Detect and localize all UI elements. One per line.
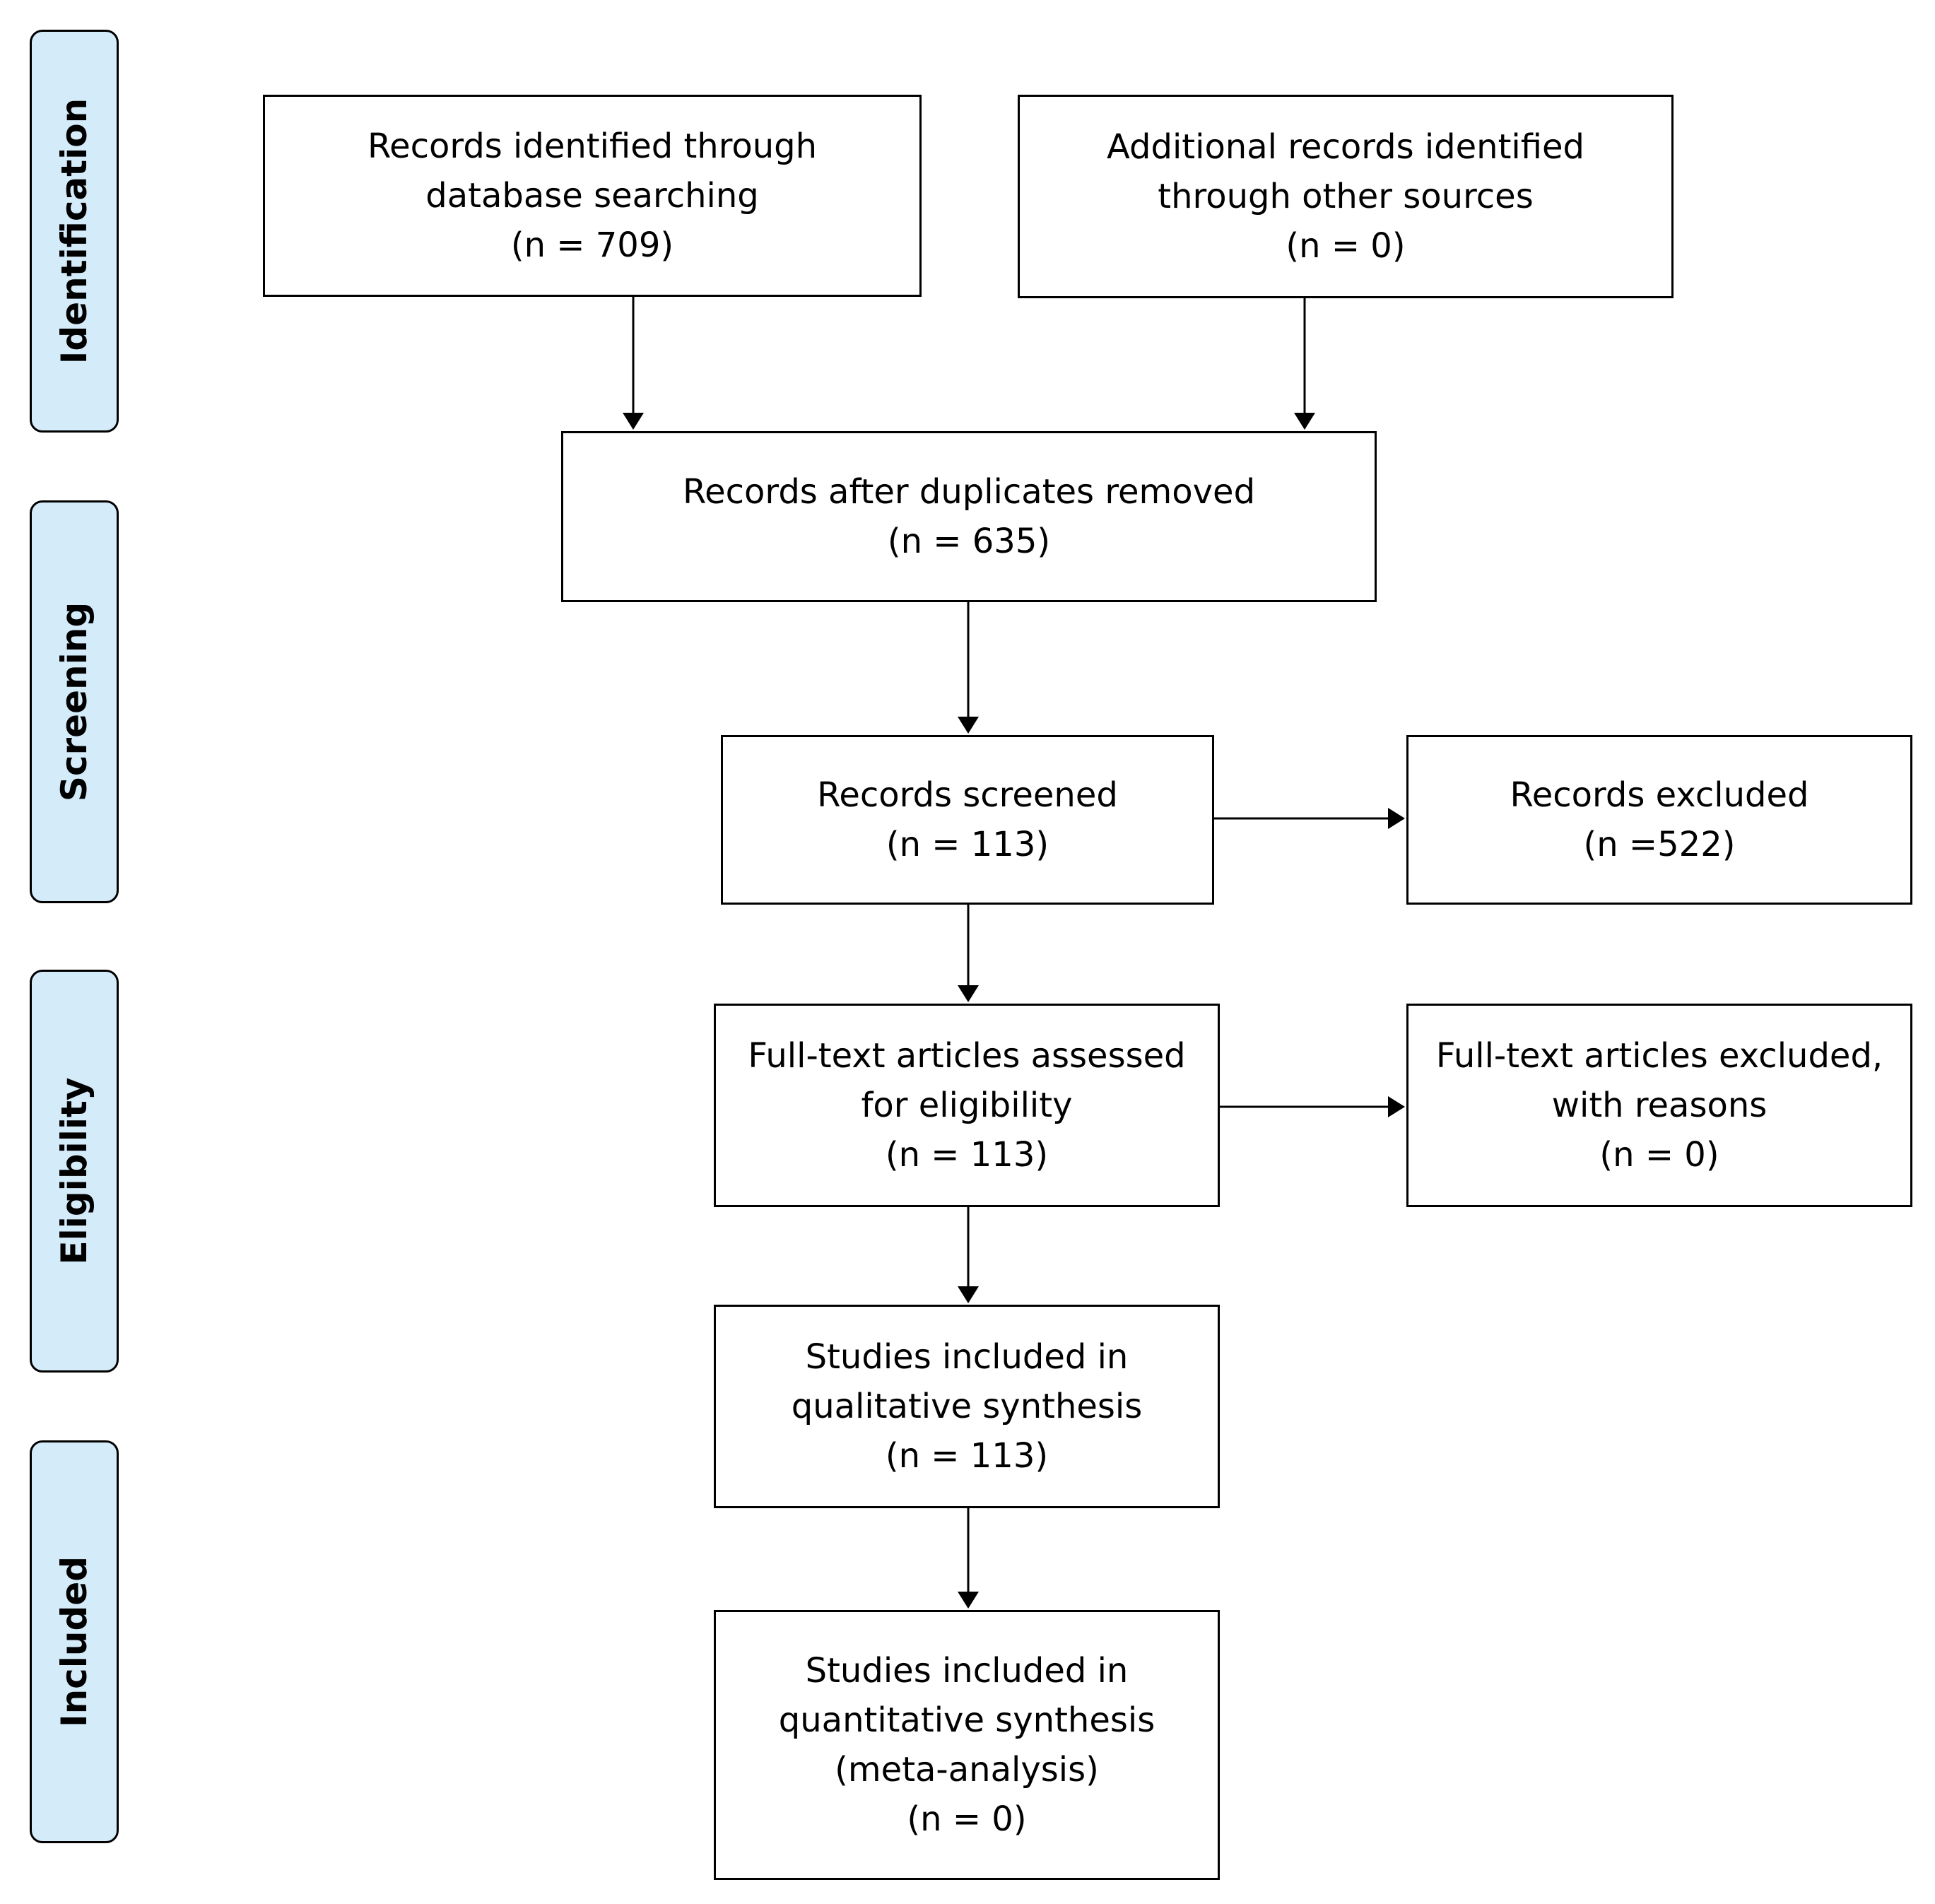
arrowhead-database — [623, 413, 644, 430]
stage-included: Included — [30, 1440, 119, 1843]
fulltext-assessed-box: Full-text articles assessed for eligibil… — [714, 1004, 1220, 1207]
arrowhead-other — [1294, 413, 1315, 430]
other-sources-count: (n = 0) — [1286, 226, 1406, 266]
quantitative-line-2: quantitative synthesis — [778, 1700, 1155, 1740]
arrowhead-fulltext — [958, 985, 979, 1002]
other-sources-line-1: Additional records identified — [1107, 127, 1584, 167]
qualitative-line-1: Studies included in — [805, 1337, 1129, 1377]
stage-eligibility: Eligibility — [30, 970, 119, 1373]
screened-box: Records screened (n = 113) — [721, 735, 1214, 905]
quantitative-line-1: Studies included in — [805, 1651, 1129, 1691]
excluded-count: (n =522) — [1583, 825, 1736, 864]
screened-count: (n = 113) — [886, 825, 1049, 864]
quantitative-line-3: (meta-analysis) — [835, 1750, 1099, 1790]
arrowhead-quantitative — [958, 1592, 979, 1609]
stage-identification: Identification — [30, 30, 119, 433]
fulltext-assessed-line-2: for eligibility — [861, 1086, 1073, 1125]
after-duplicates-line-1: Records after duplicates removed — [682, 472, 1256, 512]
arrowhead-fulltext-excluded — [1388, 1096, 1405, 1117]
database-search-box: Records identified through database sear… — [263, 95, 922, 297]
quantitative-synthesis-box: Studies included in quantitative synthes… — [714, 1610, 1220, 1880]
excluded-box: Records excluded (n =522) — [1406, 735, 1912, 905]
database-search-line-2: database searching — [425, 176, 759, 216]
excluded-line-1: Records excluded — [1510, 775, 1809, 815]
fulltext-excluded-box: Full-text articles excluded, with reason… — [1406, 1004, 1912, 1207]
after-duplicates-box: Records after duplicates removed (n = 63… — [561, 431, 1377, 602]
arrowhead-screened — [958, 717, 979, 734]
other-sources-line-2: through other sources — [1158, 177, 1534, 216]
arrowhead-excluded — [1388, 808, 1405, 829]
qualitative-line-2: qualitative synthesis — [791, 1387, 1143, 1426]
quantitative-count: (n = 0) — [907, 1799, 1027, 1839]
fulltext-assessed-count: (n = 113) — [885, 1135, 1049, 1175]
stage-screening: Screening — [30, 500, 119, 903]
qualitative-count: (n = 113) — [885, 1436, 1049, 1476]
database-search-count: (n = 709) — [510, 225, 674, 265]
qualitative-synthesis-box: Studies included in qualitative synthesi… — [714, 1305, 1220, 1508]
screened-line-1: Records screened — [817, 775, 1118, 815]
fulltext-excluded-count: (n = 0) — [1599, 1135, 1719, 1175]
arrowhead-qualitative — [958, 1286, 979, 1303]
fulltext-excluded-line-1: Full-text articles excluded, — [1435, 1036, 1883, 1076]
database-search-line-1: Records identified through — [367, 127, 818, 166]
fulltext-excluded-line-2: with reasons — [1551, 1086, 1768, 1125]
other-sources-box: Additional records identified through ot… — [1018, 95, 1674, 298]
fulltext-assessed-line-1: Full-text articles assessed — [748, 1036, 1186, 1076]
after-duplicates-count: (n = 635) — [887, 522, 1051, 561]
